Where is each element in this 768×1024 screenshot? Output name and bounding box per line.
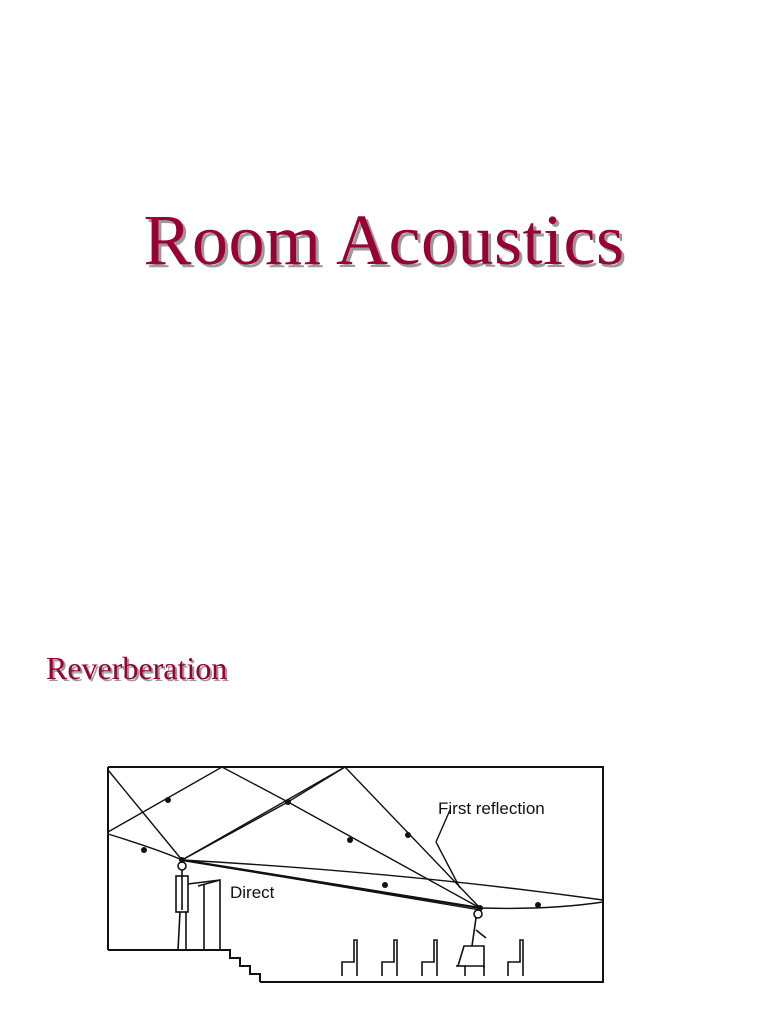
room-section-illustration: First reflection Direct (107, 766, 604, 983)
ray-markers (141, 797, 541, 911)
lectern (197, 878, 221, 950)
room-outline (107, 766, 604, 983)
reverberation-diagram: First reflection Direct (100, 760, 612, 992)
section-heading: Reverberation (46, 650, 228, 686)
direct-label: Direct (230, 883, 275, 902)
speaker-figure (175, 861, 221, 951)
listener-figure (456, 909, 487, 968)
audience-seats (341, 939, 524, 976)
slide-title: Room Acoustics (143, 200, 625, 280)
first-reflection-label: First reflection (438, 799, 545, 818)
